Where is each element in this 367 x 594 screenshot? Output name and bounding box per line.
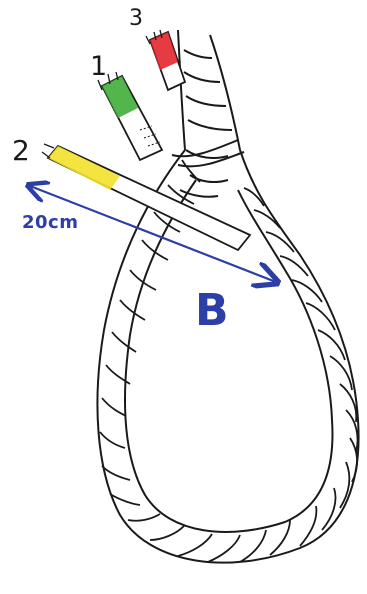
rope-twist-marks — [100, 160, 358, 562]
strand-2-label: 2 — [12, 134, 30, 167]
strand-1-label: 1 — [90, 51, 107, 82]
rope-loop-outer — [97, 150, 358, 563]
rope-standing-part — [172, 30, 244, 166]
distance-label: 20cm — [22, 212, 78, 233]
strand-2 — [42, 144, 250, 250]
strand-3-label: 3 — [129, 6, 143, 31]
strand-1 — [98, 72, 162, 160]
loop-label: B — [195, 285, 229, 336]
